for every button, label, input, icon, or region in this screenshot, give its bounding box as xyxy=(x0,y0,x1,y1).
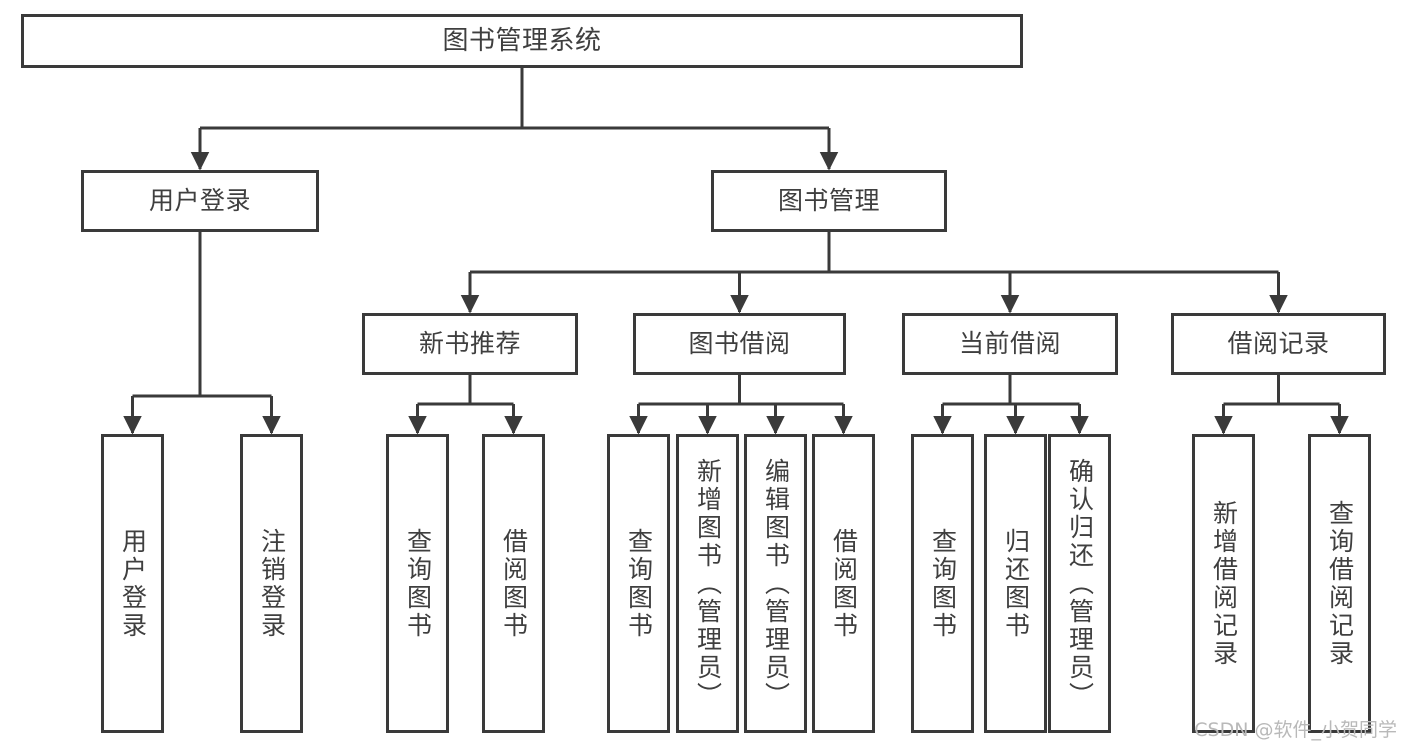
node-book-manage-label: 图书管理 xyxy=(777,186,880,216)
node-leaf-user-login-label: 用户登录 xyxy=(118,527,148,640)
node-book-borrow[interactable]: 图书借阅 xyxy=(633,313,846,375)
node-leaf-return-book-label: 归还图书 xyxy=(1001,527,1031,640)
node-book-borrow-label: 图书借阅 xyxy=(688,329,791,359)
node-leaf-user-login[interactable]: 用户登录 xyxy=(101,434,164,733)
node-root-label: 图书管理系统 xyxy=(442,25,602,56)
node-leaf-borrow-book-2-label: 借阅图书 xyxy=(829,527,859,640)
node-leaf-confirm-return[interactable]: 确认归还（管理员） xyxy=(1048,434,1111,733)
node-leaf-add-record-label: 新增借阅记录 xyxy=(1209,499,1239,668)
node-root[interactable]: 图书管理系统 xyxy=(21,14,1023,68)
node-leaf-add-book[interactable]: 新增图书（管理员） xyxy=(676,434,739,733)
node-leaf-query-book-2[interactable]: 查询图书 xyxy=(607,434,670,733)
node-new-book-recommend-label: 新书推荐 xyxy=(418,329,521,359)
node-leaf-confirm-return-label: 确认归还（管理员） xyxy=(1065,457,1095,710)
node-leaf-borrow-book-1-label: 借阅图书 xyxy=(499,527,529,640)
csdn-watermark: CSDN @软件_小贺同学 xyxy=(1194,719,1397,741)
node-leaf-query-record-label: 查询借阅记录 xyxy=(1325,499,1355,668)
node-leaf-query-book-3[interactable]: 查询图书 xyxy=(911,434,974,733)
node-leaf-query-record[interactable]: 查询借阅记录 xyxy=(1308,434,1371,733)
node-leaf-add-book-label: 新增图书（管理员） xyxy=(693,457,723,710)
node-new-book-recommend[interactable]: 新书推荐 xyxy=(362,313,578,375)
node-leaf-logout-label: 注销登录 xyxy=(257,527,287,640)
node-leaf-return-book[interactable]: 归还图书 xyxy=(984,434,1047,733)
node-leaf-edit-book-label: 编辑图书（管理员） xyxy=(761,457,791,710)
node-leaf-query-book-1[interactable]: 查询图书 xyxy=(386,434,449,733)
node-leaf-add-record[interactable]: 新增借阅记录 xyxy=(1192,434,1255,733)
node-borrow-record-label: 借阅记录 xyxy=(1227,329,1330,359)
node-leaf-query-book-1-label: 查询图书 xyxy=(403,527,433,640)
node-user-login-label: 用户登录 xyxy=(148,186,251,216)
node-leaf-query-book-2-label: 查询图书 xyxy=(624,527,654,640)
node-leaf-edit-book[interactable]: 编辑图书（管理员） xyxy=(744,434,807,733)
node-leaf-logout[interactable]: 注销登录 xyxy=(240,434,303,733)
node-leaf-query-book-3-label: 查询图书 xyxy=(928,527,958,640)
node-borrow-record[interactable]: 借阅记录 xyxy=(1171,313,1386,375)
node-current-borrow-label: 当前借阅 xyxy=(958,329,1061,359)
node-current-borrow[interactable]: 当前借阅 xyxy=(902,313,1118,375)
node-book-manage[interactable]: 图书管理 xyxy=(711,170,947,232)
node-leaf-borrow-book-1[interactable]: 借阅图书 xyxy=(482,434,545,733)
node-user-login[interactable]: 用户登录 xyxy=(81,170,319,232)
node-leaf-borrow-book-2[interactable]: 借阅图书 xyxy=(812,434,875,733)
